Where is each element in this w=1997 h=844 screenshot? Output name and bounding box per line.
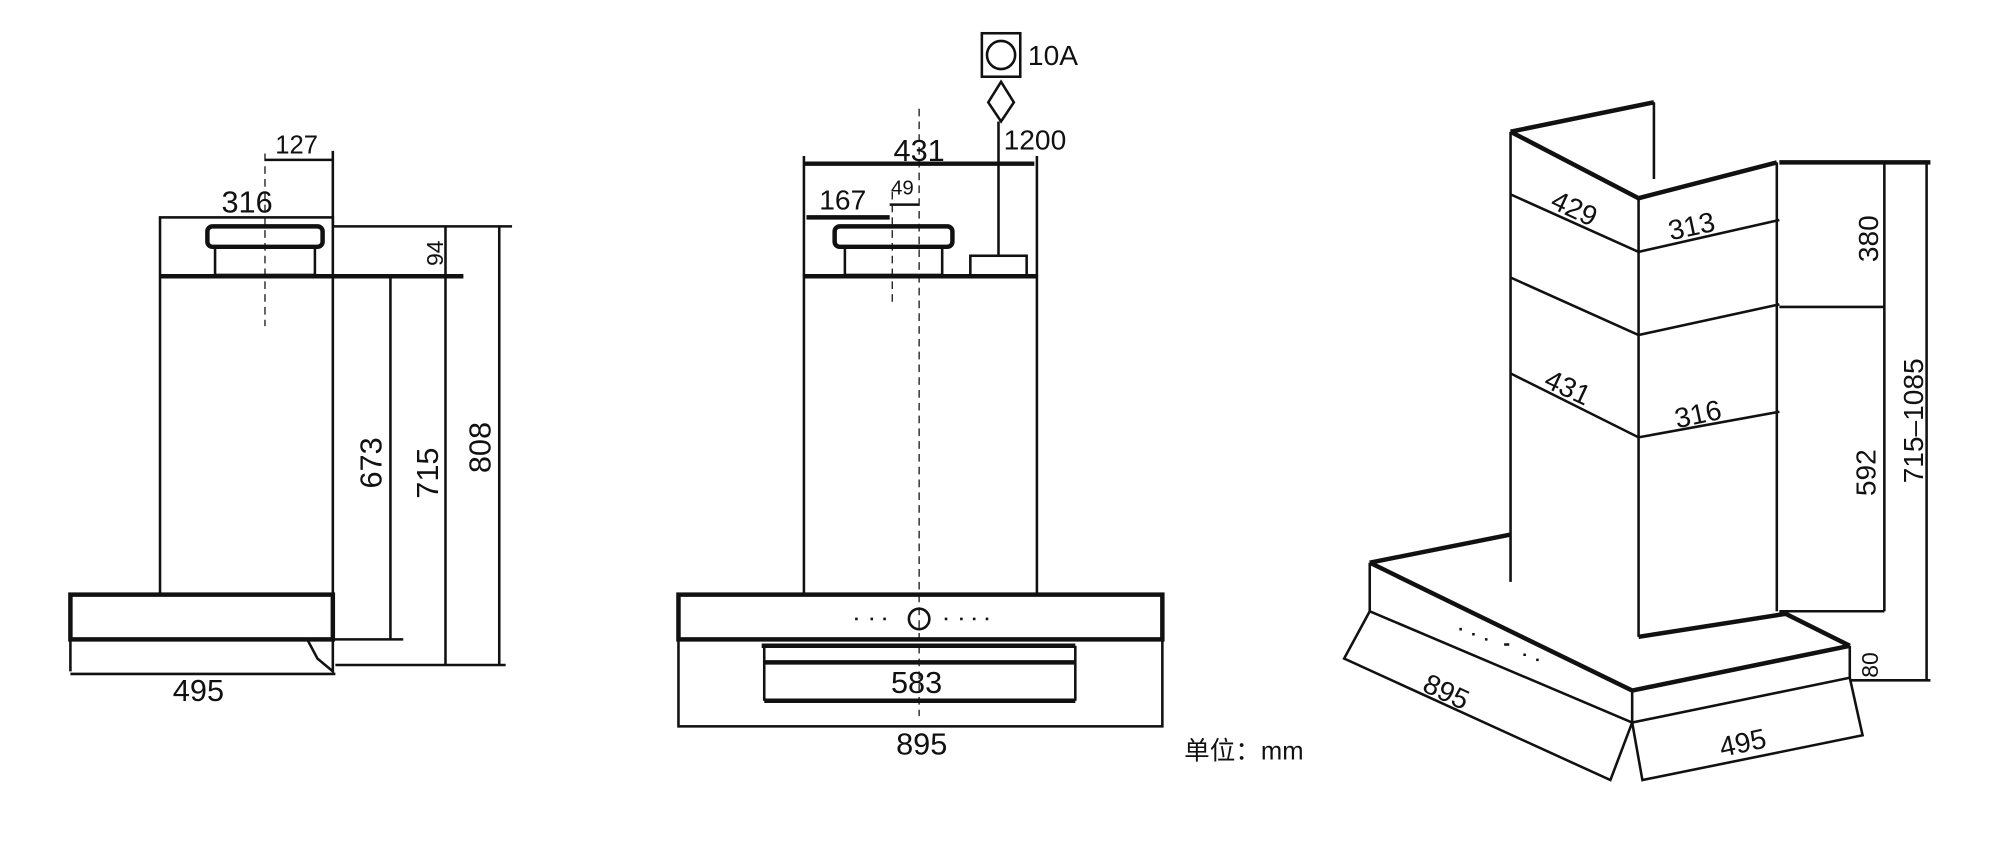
dim-380: 380 — [1853, 215, 1884, 262]
dim-592: 592 — [1850, 449, 1881, 496]
dim-895-iso: 895 — [1418, 668, 1474, 716]
dim-167: 167 — [819, 185, 866, 216]
dim-895-front: 895 — [896, 726, 947, 761]
dim-715: 715 — [410, 448, 445, 499]
dim-429: 429 — [1546, 185, 1602, 233]
dim-1200: 1200 — [1004, 125, 1067, 156]
unit-label: 单位：mm — [1184, 737, 1303, 766]
dim-808: 808 — [462, 422, 497, 473]
dim-127: 127 — [275, 131, 318, 159]
dim-715-1085: 715–1085 — [1898, 358, 1929, 483]
front-view: 10A 1200 431 167 49 583 895 — [676, 31, 1165, 761]
control-knob-icon — [907, 607, 931, 631]
socket-label: 10A — [1028, 40, 1078, 71]
socket-icon — [980, 31, 1022, 79]
dim-673: 673 — [353, 437, 388, 488]
dim-316: 316 — [221, 184, 272, 219]
isometric-view: 429 313 431 316 380 592 715–1085 80 895 … — [1342, 100, 1931, 782]
dim-495-side: 495 — [173, 673, 224, 708]
dim-431-iso: 431 — [1540, 364, 1596, 412]
side-view: 127 316 94 673 715 808 495 — [68, 131, 513, 708]
dim-316-iso: 316 — [1672, 394, 1724, 434]
dim-94: 94 — [422, 240, 448, 266]
dim-313: 313 — [1665, 206, 1717, 246]
dim-583: 583 — [891, 665, 942, 700]
dim-49: 49 — [891, 176, 914, 199]
dim-80: 80 — [1857, 652, 1883, 678]
